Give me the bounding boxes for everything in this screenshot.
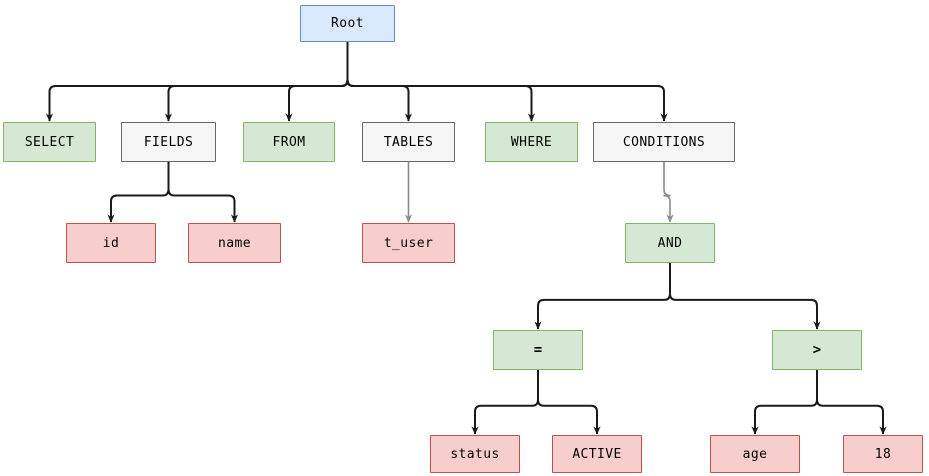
node-label: AND [657,235,683,251]
edge-root-to-conditions [346,42,668,122]
node-active[interactable]: ACTIVE [552,435,642,473]
node-label: WHERE [510,134,553,150]
node-label: age [742,446,768,462]
node-and[interactable]: AND [625,223,715,263]
node-label: t_user [383,235,434,251]
node-tables[interactable]: TABLES [362,122,455,162]
edge-and-to-eq [534,263,671,330]
node-status[interactable]: status [430,435,520,473]
node-conditions[interactable]: CONDITIONS [593,122,735,162]
node-label: ACTIVE [572,446,622,462]
edge-fields-to-name [167,162,239,223]
node-where[interactable]: WHERE [485,122,578,162]
node-label: > [812,342,822,358]
node-select[interactable]: SELECT [3,122,96,162]
edge-and-to-gt [669,263,821,330]
edge-root-to-where [346,42,536,122]
node-label: status [450,446,500,462]
edge-gt-to-eighteen [816,370,887,435]
node-fields[interactable]: FIELDS [121,122,216,162]
node-age[interactable]: age [710,435,800,473]
node-root[interactable]: Root [300,5,395,42]
node-from[interactable]: FROM [243,122,335,162]
node-name[interactable]: name [188,223,281,263]
edge-root-to-tables [346,42,413,122]
node-label: = [533,342,543,358]
node-label: id [102,235,120,251]
node-label: FROM [272,134,306,150]
edge-eq-to-status [471,370,539,435]
node-t_user[interactable]: t_user [362,223,455,263]
edge-fields-to-id [107,162,170,223]
node-label: name [218,235,251,251]
node-label: FIELDS [143,134,194,150]
node-label: 18 [874,446,892,462]
node-label: CONDITIONS [622,134,706,150]
node-label: Root [331,16,364,31]
node-id[interactable]: id [66,223,156,263]
edge-root-to-fields [164,42,349,122]
node-eighteen[interactable]: 18 [843,435,923,473]
edge-eq-to-active [537,370,601,435]
edge-root-to-select [45,42,349,122]
edge-conditions-to-and [663,162,674,223]
edge-root-to-from [285,42,349,122]
node-gt[interactable]: > [772,330,862,370]
node-eq[interactable]: = [493,330,583,370]
node-label: SELECT [24,134,75,150]
edge-paths [45,42,887,435]
node-label: TABLES [383,134,434,150]
edge-gt-to-age [751,370,818,435]
